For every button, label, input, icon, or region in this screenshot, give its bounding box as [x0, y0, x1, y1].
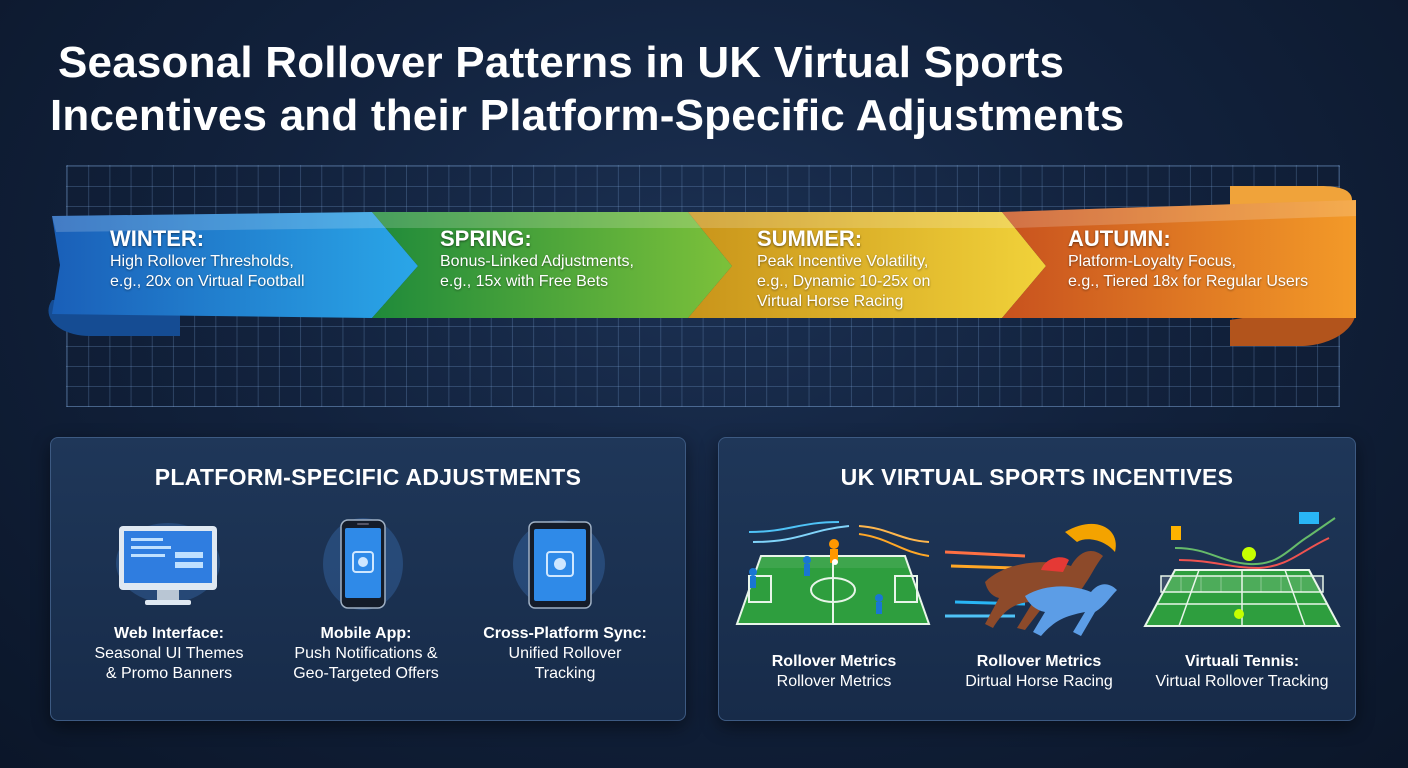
- season-desc-line: e.g., 20x on Virtual Football: [110, 273, 305, 290]
- platform-item-web: Web Interface: Seasonal UI Themes & Prom…: [71, 624, 267, 684]
- season-name: SPRING:: [440, 226, 532, 251]
- season-spring: SPRING: Bonus-Linked Adjustments, e.g., …: [440, 226, 634, 292]
- season-desc-line: Platform-Loyalty Focus,: [1068, 253, 1237, 270]
- virtual-horse-racing-icon: [945, 523, 1117, 636]
- item-title: Mobile App:: [320, 625, 412, 642]
- desktop-monitor-icon: [116, 523, 220, 605]
- item-title: Virtuali Tennis:: [1184, 653, 1300, 670]
- item-line: Dirtual Horse Racing: [965, 673, 1113, 690]
- item-line: Virtual Rollover Tracking: [1155, 673, 1329, 690]
- summer-arrow: [688, 212, 1046, 318]
- page-title: Seasonal Rollover Patterns in UK Virtual…: [50, 36, 1350, 142]
- smartphone-icon: [323, 518, 403, 610]
- season-desc-line: e.g., Tiered 18x for Regular Users: [1068, 273, 1309, 290]
- item-line: Tracking: [534, 665, 596, 682]
- season-autumn: AUTUMN: Platform-Loyalty Focus, e.g., Ti…: [1068, 226, 1308, 292]
- item-line: Unified Rollover: [508, 645, 622, 662]
- item-line: Rollover Metrics: [776, 673, 892, 690]
- item-title: Rollover Metrics: [771, 653, 897, 670]
- virtual-tennis-court-icon: [1143, 512, 1341, 627]
- season-desc-line: High Rollover Thresholds,: [110, 253, 294, 270]
- platform-adjustments-panel: PLATFORM-SPECIFIC ADJUSTMENTS Web Interf…: [50, 437, 686, 721]
- season-desc-line: Bonus-Linked Adjustments,: [440, 253, 634, 270]
- panel-title: UK VIRTUAL SPORTS INCENTIVES: [840, 464, 1234, 490]
- uk-virtual-sports-panel: UK VIRTUAL SPORTS INCENTIVES Rollover Me…: [718, 437, 1356, 721]
- tablet-icon: [513, 520, 605, 609]
- season-name: WINTER:: [110, 226, 205, 251]
- platform-item-mobile: Mobile App: Push Notifications & Geo-Tar…: [269, 624, 463, 684]
- item-title: Rollover Metrics: [976, 653, 1102, 670]
- item-line: & Promo Banners: [105, 665, 233, 682]
- seasonal-timeline: [48, 186, 1356, 346]
- item-line: Seasonal UI Themes: [94, 645, 244, 662]
- season-desc-line: Virtual Horse Racing: [757, 293, 904, 310]
- item-line: Push Notifications &: [294, 645, 438, 662]
- incentive-item-horse-racing: Rollover Metrics Dirtual Horse Racing: [941, 652, 1137, 692]
- season-desc-line: e.g., Dynamic 10-25x on: [757, 273, 931, 290]
- autumn-arrow: [1002, 200, 1356, 318]
- season-name: SUMMER:: [757, 226, 863, 251]
- title-line-1: Seasonal Rollover Patterns in UK Virtual…: [58, 38, 1065, 87]
- panel-title: PLATFORM-SPECIFIC ADJUSTMENTS: [154, 464, 582, 490]
- spring-arrow: [372, 212, 732, 318]
- item-title: Cross-Platform Sync:: [483, 625, 647, 642]
- item-line: Geo-Targeted Offers: [293, 665, 439, 682]
- season-desc-line: e.g., 15x with Free Bets: [440, 273, 609, 290]
- platform-item-sync: Cross-Platform Sync: Unified Rollover Tr…: [465, 624, 665, 684]
- virtual-football-pitch-icon: [735, 521, 931, 625]
- season-name: AUTUMN:: [1068, 226, 1171, 251]
- winter-arrow: [52, 212, 418, 318]
- title-line-2: Incentives and their Platform-Specific A…: [50, 91, 1125, 140]
- season-desc-line: Peak Incentive Volatility,: [757, 253, 929, 270]
- item-title: Web Interface:: [114, 625, 224, 642]
- season-summer: SUMMER: Peak Incentive Volatility, e.g.,…: [757, 226, 930, 312]
- incentive-item-football: Rollover Metrics Rollover Metrics: [731, 652, 937, 692]
- incentive-item-tennis: Virtuali Tennis: Virtual Rollover Tracki…: [1139, 652, 1345, 692]
- season-winter: WINTER: High Rollover Thresholds, e.g., …: [110, 226, 305, 292]
